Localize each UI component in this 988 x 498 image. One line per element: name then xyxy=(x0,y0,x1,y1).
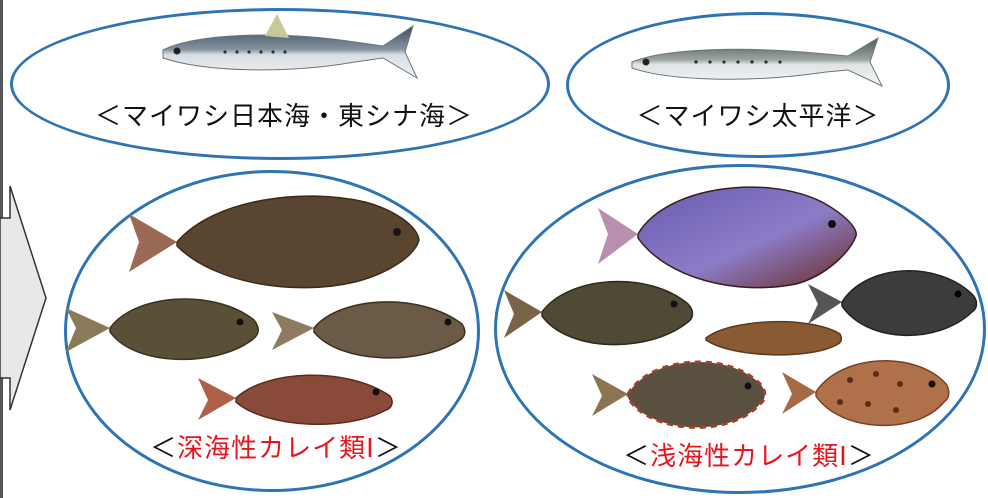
group-label-shallow-sea-flatfish: ＜浅海性カレイ類Ⅰ＞ xyxy=(623,442,875,472)
flatfish-icon xyxy=(272,301,466,359)
flatfish-icon xyxy=(66,298,259,361)
flatfish-icon xyxy=(598,186,857,289)
flatfish-icon xyxy=(198,374,393,425)
flatfish-icon xyxy=(782,360,950,427)
group-label-sardine-pacific: ＜マイワシ太平洋＞ xyxy=(636,102,880,132)
flatfish-icon xyxy=(808,270,978,337)
group-label-deep-sea-flatfish: ＜深海性カレイ類Ⅰ＞ xyxy=(150,434,402,464)
flatfish-icon xyxy=(504,280,694,346)
group-ellipse-sardine-pacific xyxy=(566,12,950,158)
group-ellipse-deep-sea-flatfish xyxy=(64,170,480,492)
flatfish-icon xyxy=(592,360,767,429)
flatfish-icon xyxy=(129,195,420,289)
group-ellipse-sardine-japan-sea xyxy=(10,8,550,160)
sardine-fish-icon xyxy=(162,14,419,80)
group-label-sardine-japan-sea: ＜マイワシ日本海・東シナ海＞ xyxy=(94,102,473,132)
sardine-fish-icon xyxy=(631,36,884,88)
flatfish-icon xyxy=(705,320,843,356)
group-ellipse-shallow-sea-flatfish xyxy=(494,164,986,494)
